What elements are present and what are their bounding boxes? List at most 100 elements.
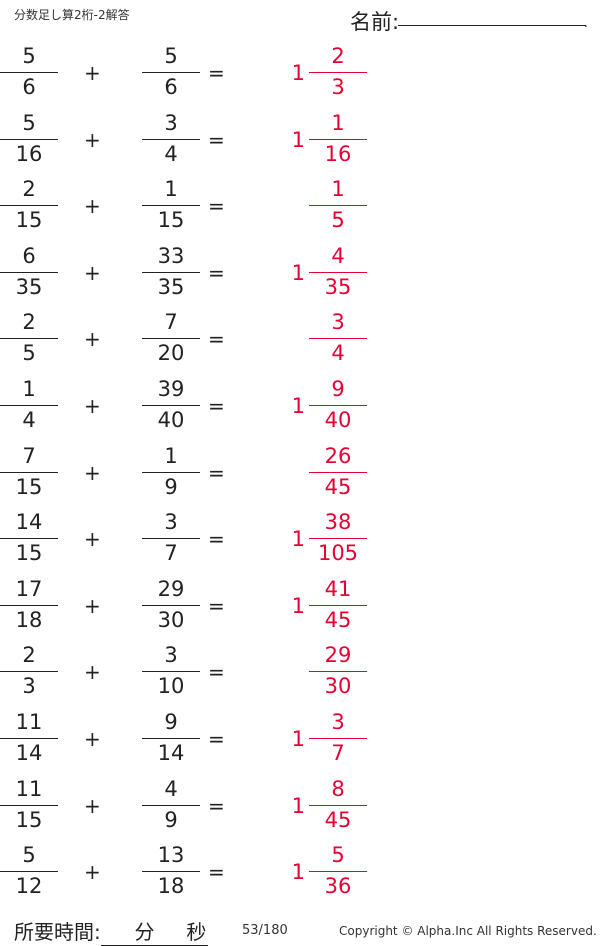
plus-sign: + [84, 61, 101, 85]
plus-sign: + [84, 327, 101, 352]
plus-sign: + [84, 860, 101, 885]
equals-sign: = [208, 860, 225, 885]
fraction-bar [309, 271, 367, 273]
numerator: 3 [164, 510, 178, 535]
numerator: 13 [157, 843, 185, 868]
denominator: 16 [15, 141, 43, 166]
numerator: 1 [331, 110, 345, 135]
name-field-line [398, 25, 586, 26]
answer-whole-number: 1 [291, 394, 305, 418]
denominator: 3 [22, 674, 36, 699]
minutes-unit: 分 [134, 920, 155, 944]
numerator: 7 [22, 443, 36, 468]
answer-whole-number: 1 [291, 61, 305, 85]
denominator: 3 [331, 75, 345, 99]
fraction-bar [142, 538, 200, 540]
numerator: 17 [15, 576, 43, 601]
fraction-bar [142, 205, 200, 207]
answer-whole-number: 1 [291, 860, 305, 885]
fraction-bar [0, 604, 58, 606]
fraction-bar [309, 72, 367, 73]
numerator: 26 [324, 443, 352, 468]
equals-sign: = [208, 460, 225, 485]
denominator: 18 [15, 607, 43, 632]
numerator: 38 [324, 510, 352, 535]
equals-sign: = [208, 260, 225, 285]
fraction-bar [309, 338, 367, 340]
fraction-bar [0, 538, 58, 540]
plus-sign: + [84, 260, 101, 285]
numerator: 9 [164, 710, 178, 734]
answer-whole-number: 1 [291, 127, 305, 152]
fraction-bar [0, 871, 58, 873]
fraction-bar [309, 738, 367, 739]
numerator: 2 [22, 177, 36, 202]
denominator: 45 [324, 807, 352, 832]
numerator: 3 [331, 310, 345, 335]
denominator: 9 [164, 474, 178, 499]
denominator: 5 [22, 341, 36, 366]
seconds-unit: 秒 [186, 920, 207, 944]
fraction-bar [309, 871, 367, 873]
numerator: 3 [331, 710, 345, 734]
equals-sign: = [208, 660, 225, 685]
denominator: 4 [164, 141, 178, 166]
denominator: 10 [157, 674, 185, 699]
fraction-bar [0, 72, 58, 73]
name-label: 名前: [350, 10, 400, 34]
denominator: 35 [15, 274, 43, 299]
numerator: 9 [331, 377, 345, 401]
copyright: Copyright © Alpha.Inc All Rights Reserve… [339, 924, 597, 938]
fraction-bar [0, 471, 58, 473]
equals-sign: = [208, 327, 225, 352]
denominator: 12 [15, 874, 43, 899]
fraction-bar [142, 271, 200, 273]
denominator: 14 [157, 741, 185, 765]
denominator: 4 [22, 408, 36, 432]
answer-whole-number: 1 [291, 527, 305, 552]
numerator: 4 [331, 243, 345, 268]
denominator: 15 [157, 208, 185, 233]
numerator: 39 [157, 377, 185, 401]
numerator: 1 [331, 177, 345, 202]
plus-sign: + [84, 660, 101, 685]
numerator: 8 [331, 776, 345, 801]
denominator: 15 [15, 807, 43, 832]
fraction-bar [0, 138, 58, 140]
fraction-bar [309, 138, 367, 140]
fraction-bar [309, 471, 367, 473]
denominator: 30 [324, 674, 352, 699]
fraction-bar [142, 604, 200, 606]
time-taken-label: 所要時間: [14, 920, 101, 944]
answer-whole-number: 1 [291, 593, 305, 618]
fraction-bar [142, 138, 200, 140]
numerator: 29 [324, 643, 352, 668]
fraction-bar [309, 538, 367, 540]
equals-sign: = [208, 593, 225, 618]
